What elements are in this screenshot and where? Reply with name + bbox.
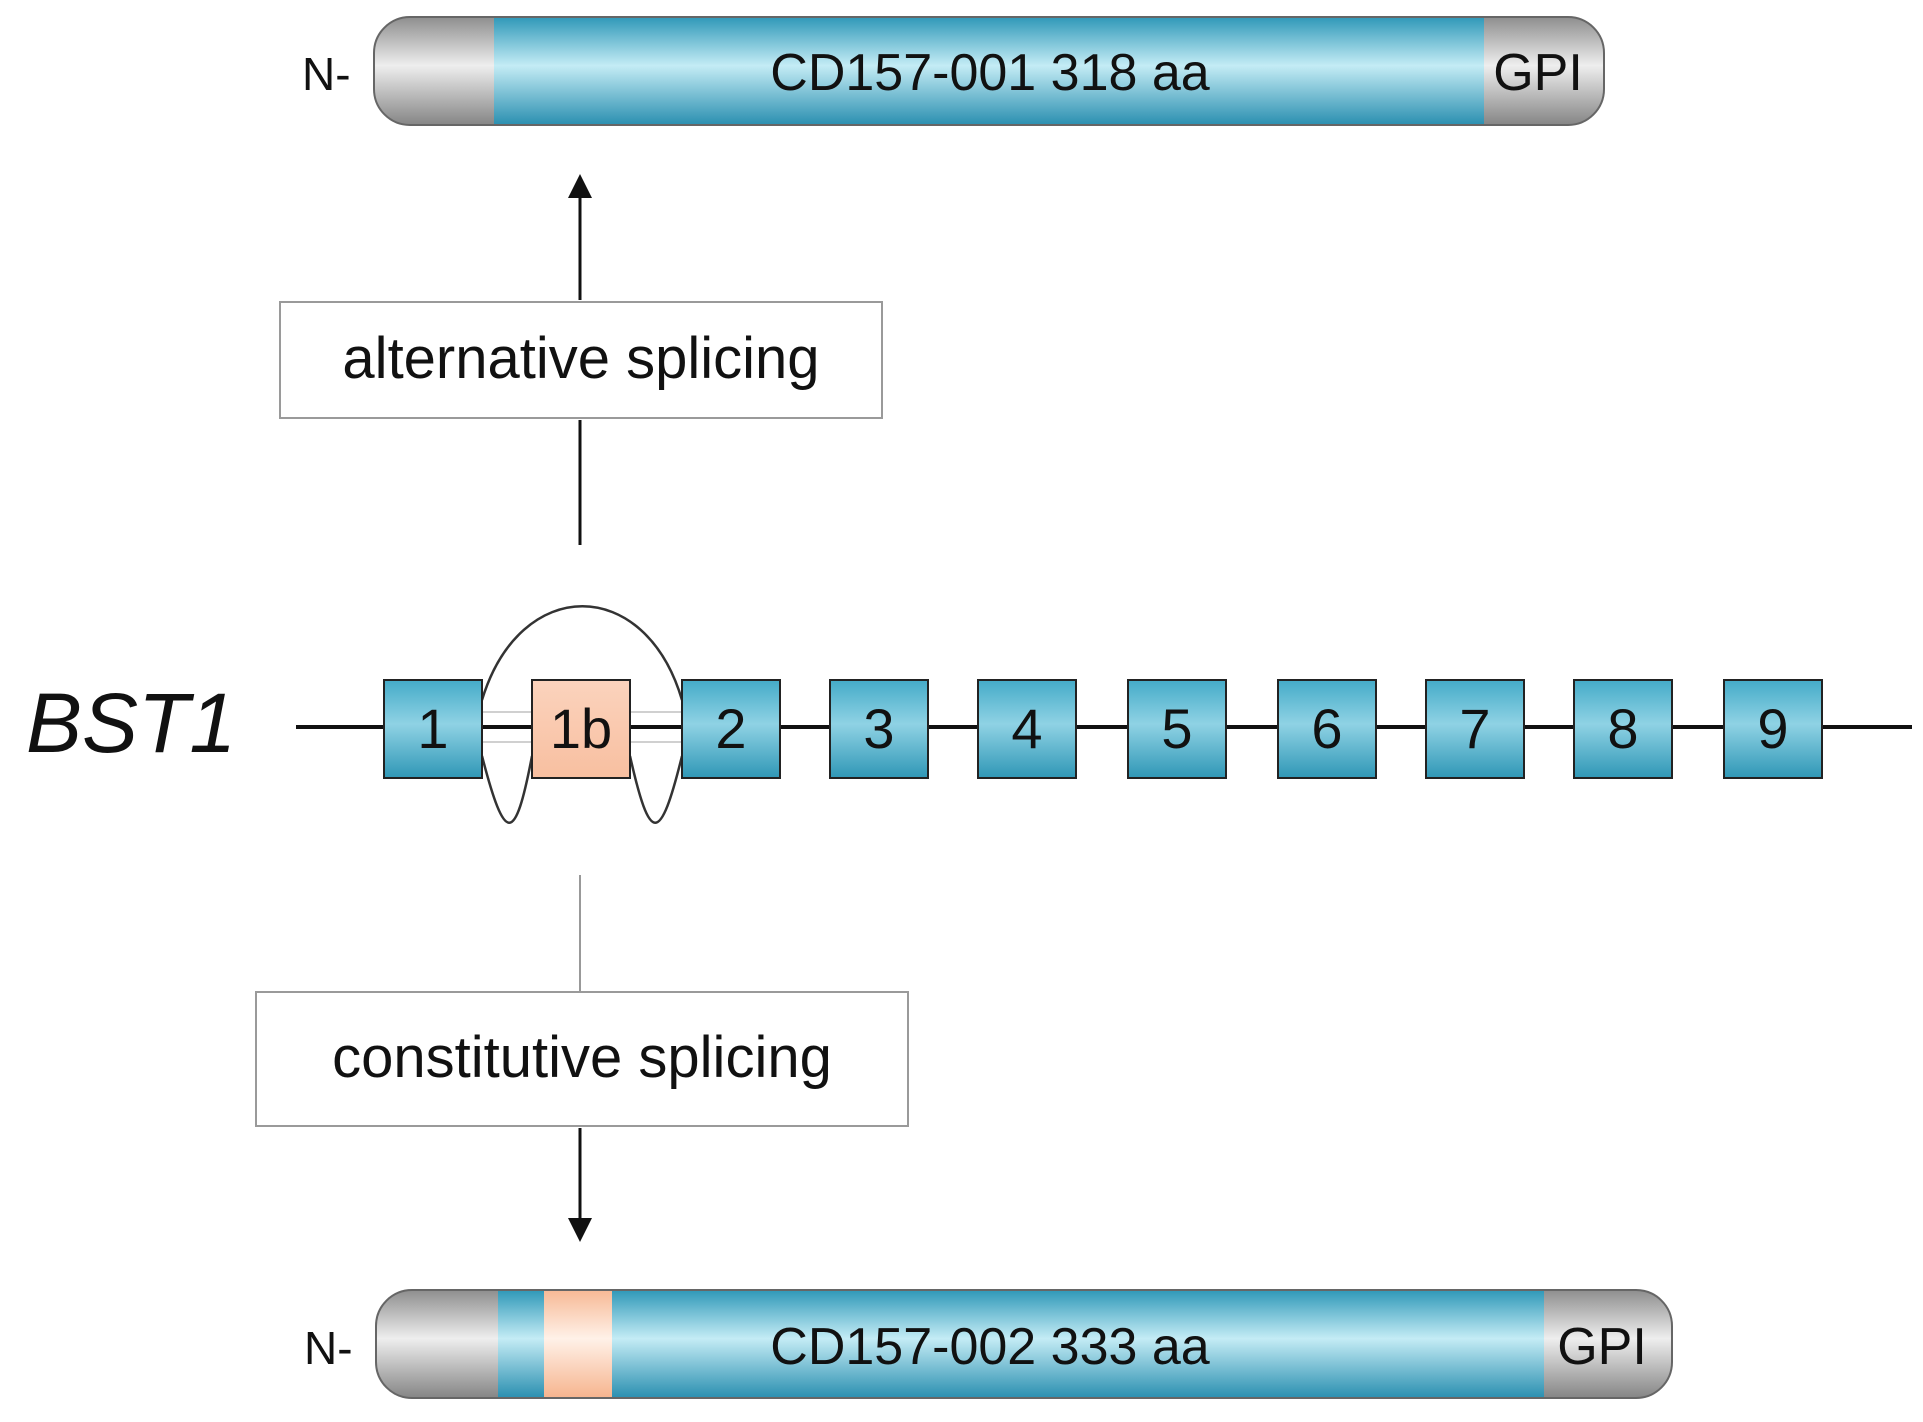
alternative-splicing-path: alternative splicing bbox=[279, 174, 883, 545]
exon-4-label: 4 bbox=[1011, 697, 1042, 760]
exon-6-label: 6 bbox=[1311, 697, 1342, 760]
exon-3: 3 bbox=[829, 679, 929, 779]
constitutive-splicing-path: constitutive splicing bbox=[255, 875, 909, 1242]
exon-1: 1 bbox=[383, 679, 483, 779]
top-protein-n-terminus: N- bbox=[302, 48, 351, 100]
exon-8-label: 8 bbox=[1607, 697, 1638, 760]
exon-2-label: 2 bbox=[715, 697, 746, 760]
bottom-protein-gpi-label: GPI bbox=[1557, 1318, 1647, 1376]
exon-4: 4 bbox=[977, 679, 1077, 779]
bottom-protein-gpi-cap bbox=[1544, 1290, 1672, 1398]
gene-structure: BST1 1 1b 2 3 4 5 bbox=[26, 605, 1912, 824]
bottom-protein-n-terminus: N- bbox=[304, 1322, 353, 1374]
exon-7-label: 7 bbox=[1459, 697, 1490, 760]
top-protein-gpi-cap bbox=[1484, 17, 1604, 125]
top-protein-gpi-label: GPI bbox=[1493, 44, 1583, 102]
exon-2: 2 bbox=[681, 679, 781, 779]
exon-9: 9 bbox=[1723, 679, 1823, 779]
exon-7: 7 bbox=[1425, 679, 1525, 779]
exon-5-label: 5 bbox=[1161, 697, 1192, 760]
bottom-protein-1b-segment bbox=[544, 1290, 612, 1398]
constitutive-splice-arc-right bbox=[628, 755, 684, 824]
exon-8: 8 bbox=[1573, 679, 1673, 779]
exon-1-label: 1 bbox=[417, 697, 448, 760]
alternative-splicing-box bbox=[279, 301, 883, 419]
exon-1b-label: 1b bbox=[550, 697, 612, 760]
bottom-protein-n-cap bbox=[376, 1290, 498, 1398]
constitutive-splice-arc-left bbox=[480, 755, 534, 824]
top-protein: N- CD157-001 318 aa GPI bbox=[302, 16, 1605, 126]
alternative-splicing-label: alternative splicing bbox=[342, 326, 819, 391]
bottom-protein-name: CD157-002 333 aa bbox=[770, 1318, 1210, 1376]
exon-9-label: 9 bbox=[1757, 697, 1788, 760]
top-protein-n-cap bbox=[374, 17, 494, 125]
bottom-protein-body bbox=[498, 1290, 1544, 1398]
alternative-splice-arc bbox=[480, 605, 684, 701]
top-protein-name: CD157-001 318 aa bbox=[770, 44, 1210, 102]
constitutive-splicing-label: constitutive splicing bbox=[332, 1025, 832, 1090]
exon-6: 6 bbox=[1277, 679, 1377, 779]
bottom-protein: N- CD157-002 333 aa GPI bbox=[304, 1289, 1673, 1399]
top-protein-body bbox=[494, 17, 1484, 125]
constitutive-splicing-box bbox=[255, 991, 909, 1127]
exon-5: 5 bbox=[1127, 679, 1227, 779]
gene-name: BST1 bbox=[26, 676, 236, 770]
exon-1b: 1b bbox=[531, 679, 631, 779]
exon-3-label: 3 bbox=[863, 697, 894, 760]
